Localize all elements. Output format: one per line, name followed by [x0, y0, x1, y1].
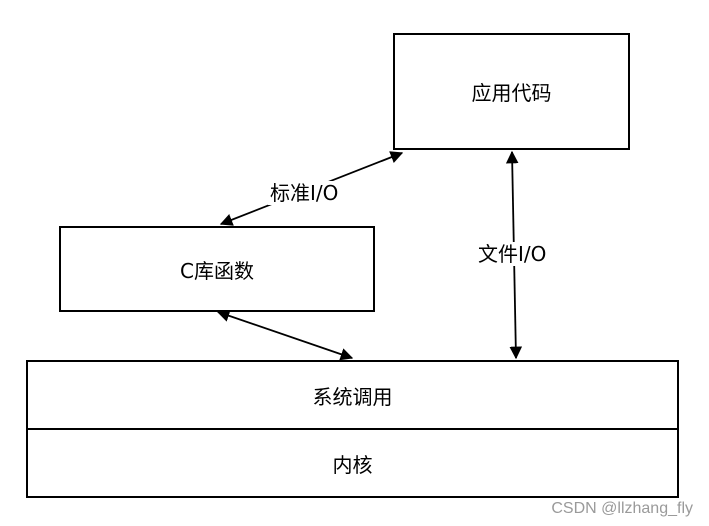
kernel-label: 内核 [332, 452, 373, 477]
app-code-label: 应用代码 [471, 81, 552, 105]
c-library-label: C库函数 [180, 258, 254, 283]
syscall-label: 系统调用 [312, 384, 393, 409]
kernel-box: 内核 [26, 428, 679, 498]
file-io-label: 文件I/O [476, 242, 549, 266]
standard-io-label: 标准I/O [268, 181, 341, 205]
csdn-watermark: CSDN @llzhang_fly [551, 500, 693, 517]
syscall-box: 系统调用 [26, 360, 679, 430]
app-code-box: 应用代码 [393, 33, 630, 150]
c-library-to-syscall-arrow [216, 309, 354, 361]
c-library-box: C库函数 [59, 226, 375, 312]
